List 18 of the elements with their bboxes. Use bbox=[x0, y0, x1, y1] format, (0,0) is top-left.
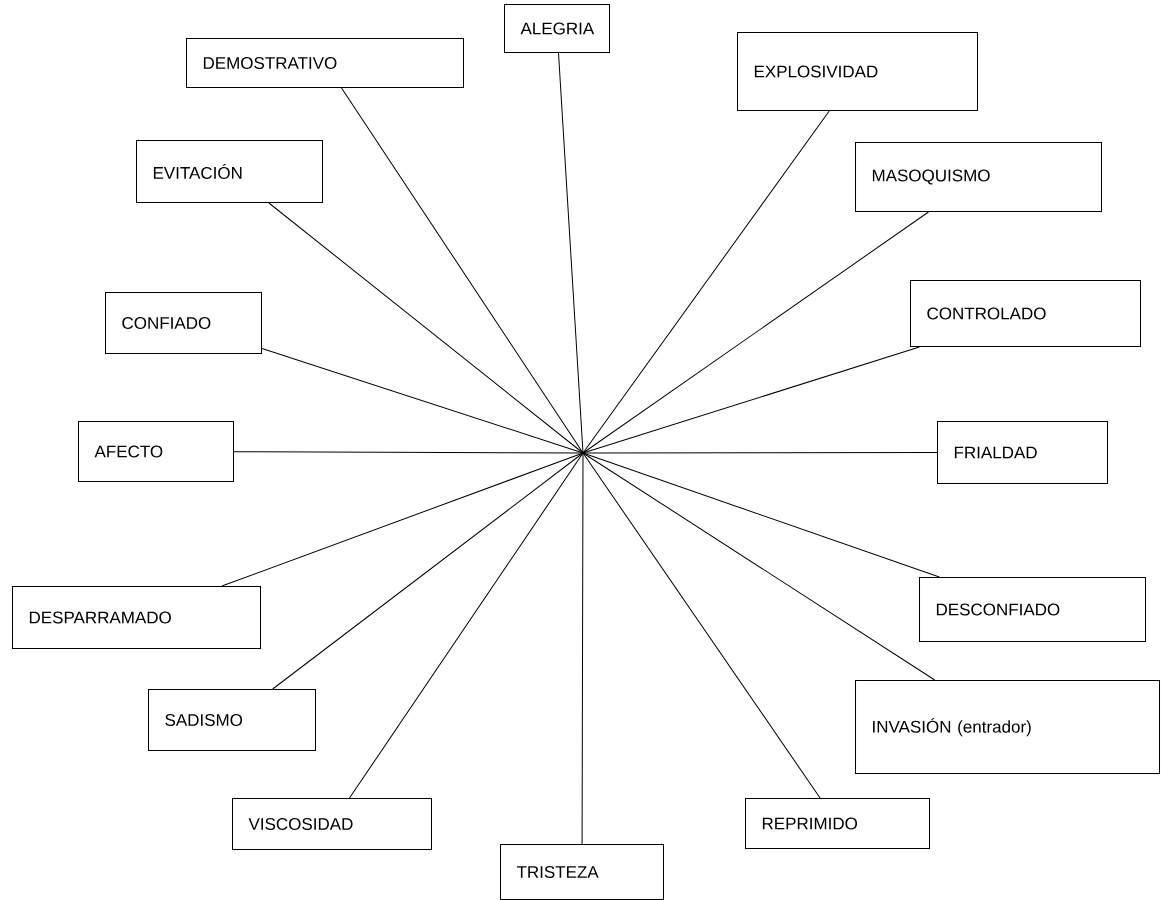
label-box: INVASIÓN (entrador) bbox=[855, 680, 1160, 774]
label-box: EVITACIÓN bbox=[136, 140, 323, 203]
label-box: SADISMO bbox=[148, 689, 316, 751]
label-box: FRIALDAD bbox=[937, 421, 1108, 484]
connector-line bbox=[233, 451, 938, 454]
connector-line bbox=[558, 52, 584, 845]
label-box: REPRIMIDO bbox=[745, 798, 930, 849]
label-box: DEMOSTRATIVO bbox=[186, 38, 464, 88]
label-box: CONTROLADO bbox=[910, 280, 1141, 347]
label-box: CONFIADO bbox=[105, 292, 262, 354]
label-box: AFECTO bbox=[78, 421, 234, 482]
label-box: TRISTEZA bbox=[500, 844, 664, 900]
label-box: ALEGRIA bbox=[504, 4, 610, 53]
label-box: EXPLOSIVIDAD bbox=[737, 32, 978, 111]
label-box: DESCONFIADO bbox=[919, 577, 1146, 642]
label-box: DESPARRAMADO bbox=[12, 586, 261, 649]
label-box: MASOQUISMO bbox=[855, 142, 1102, 212]
label-box: VISCOSIDAD bbox=[232, 798, 432, 850]
